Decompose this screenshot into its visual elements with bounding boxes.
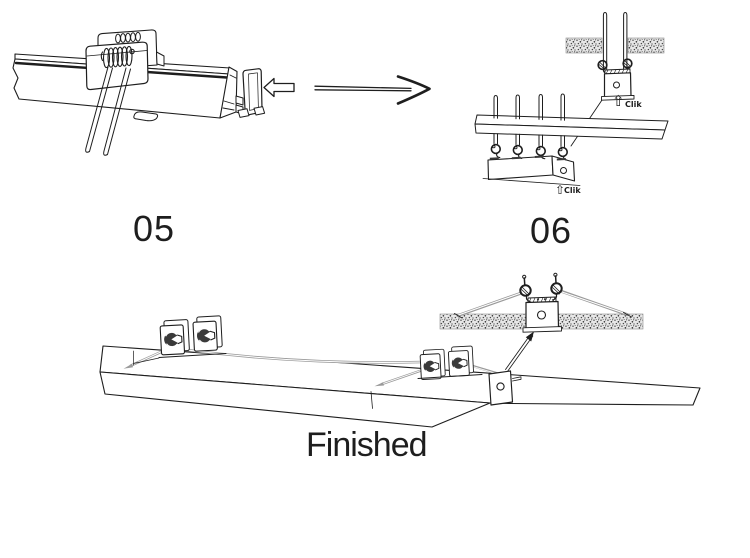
hanger-rod [623, 12, 628, 70]
spring-hook [550, 272, 563, 301]
clik-up-arrow-icon: ⇧ [612, 92, 625, 110]
spring-leg [85, 66, 113, 153]
step05-label: 05 [133, 208, 176, 249]
callout-pointer-arrow-icon [505, 331, 534, 372]
insert-direction-arrow-icon [263, 77, 295, 98]
spring-clip [85, 29, 165, 156]
clik-up-arrow-icon: ⇧ [555, 183, 566, 197]
spring-leg [103, 67, 131, 156]
ceiling-suspension-detail [565, 12, 665, 101]
spring-hook [519, 274, 532, 303]
main-coil-spring [100, 45, 135, 69]
edge-bracket [488, 370, 522, 406]
rail-handle [133, 111, 159, 122]
ceiling-mount [439, 272, 644, 333]
clik-callout-label: Clik [625, 100, 642, 109]
ceiling-section [565, 37, 603, 54]
beam-with-hooks [474, 93, 669, 186]
end-cap [235, 68, 266, 118]
panel [99, 345, 701, 428]
finished-illustration [99, 272, 701, 428]
step06-illustration [474, 12, 669, 186]
hanger-rod [602, 12, 608, 72]
clik-callout-label: Clik [564, 186, 581, 195]
panel-clip-pair [159, 315, 224, 356]
step05-illustration [12, 29, 295, 156]
ceiling-section [627, 37, 665, 54]
next-step-arrow-icon [314, 75, 431, 105]
step06-label: 06 [530, 210, 573, 251]
mount-block [487, 155, 554, 181]
top-coil [115, 31, 141, 44]
mount-bracket [525, 300, 560, 331]
spring-hooks [489, 143, 569, 161]
finished-label: Finished [306, 426, 428, 464]
